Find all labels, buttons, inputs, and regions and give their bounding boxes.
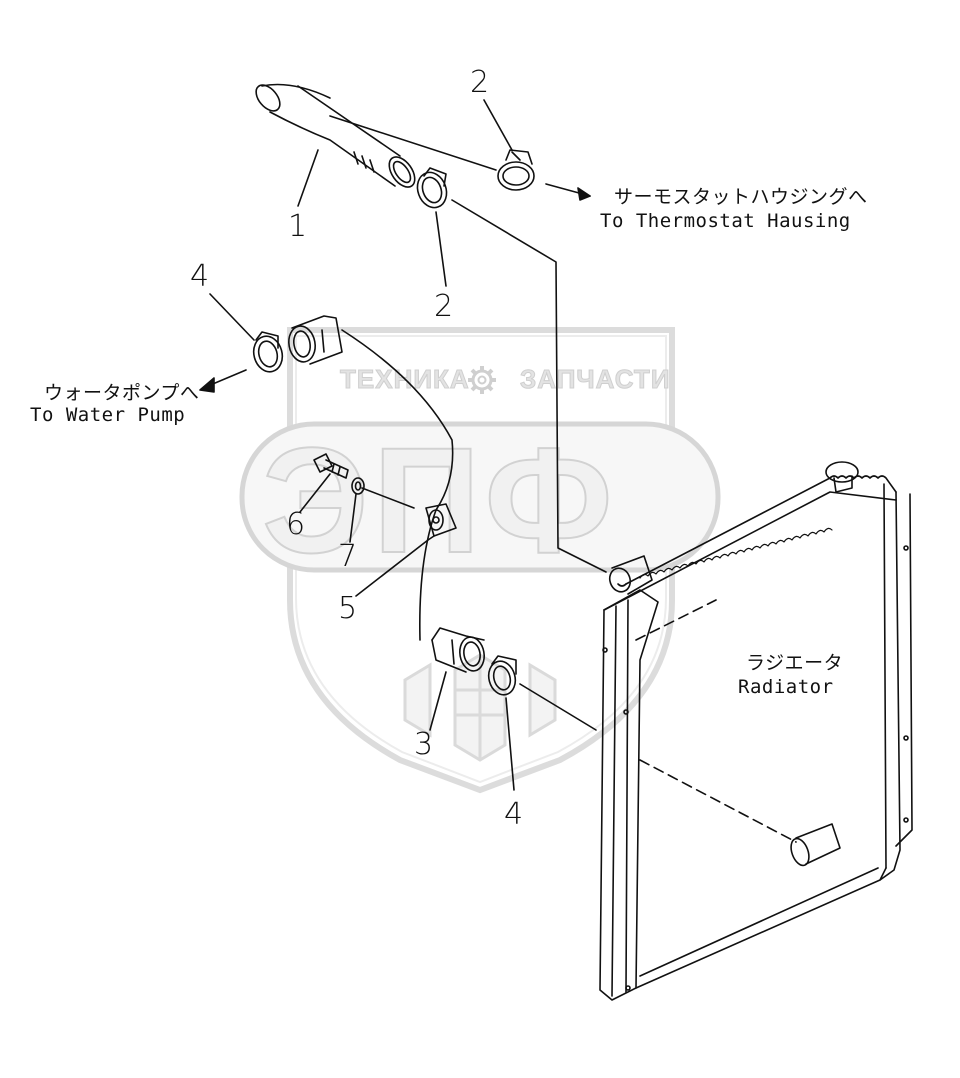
callout-line-7 — [349, 493, 357, 543]
callout-line-2a — [483, 99, 513, 151]
arrow-water-pump-head — [199, 377, 215, 393]
watermark-right-text: ЗАПЧАСТИ — [520, 364, 671, 395]
callout-number-4b: 4 — [504, 797, 524, 832]
radiator-assembly — [599, 461, 913, 1001]
callout-line-1 — [297, 149, 319, 207]
water-pump-label-jp: ウォータポンプへ — [44, 382, 200, 404]
callout-number-2a: 2 — [470, 65, 490, 100]
hose-clamp-part-4-upper — [252, 331, 284, 373]
gear-icon — [468, 366, 496, 394]
callout-line-4a — [209, 293, 255, 341]
arrow-thermostat-head — [577, 187, 591, 201]
thermostat-label-en: To Thermostat Hausing — [600, 210, 851, 232]
hose-clamp-part-4-lower — [487, 655, 517, 696]
callout-number-7: 7 — [338, 539, 358, 574]
washer-part-7 — [351, 477, 365, 495]
leader-radiator-top — [451, 199, 607, 573]
upper-hose-part-1 — [255, 83, 416, 188]
leader-bolt — [361, 487, 415, 509]
callout-number-5: 5 — [338, 591, 358, 626]
wheat-icon — [403, 653, 557, 762]
callout-line-4b — [505, 697, 515, 791]
callout-number-1: 1 — [288, 209, 308, 244]
watermark-band — [239, 421, 721, 573]
water-pipe-part-3-body — [341, 329, 454, 641]
bolt-part-6 — [313, 453, 349, 479]
callout-line-6 — [299, 473, 331, 513]
radiator-label-jp: ラジエータ — [746, 652, 844, 674]
thermostat-label-jp: サーモスタットハウジングへ — [614, 186, 868, 208]
watermark-shield-outline — [287, 327, 675, 794]
callout-line-5 — [355, 539, 429, 597]
water-pipe-part-3-lower-end — [431, 627, 485, 673]
callout-number-3: 3 — [414, 727, 434, 762]
leader-1 — [329, 115, 497, 171]
radiator-label-en: Radiator — [738, 676, 834, 698]
callout-line-2b — [435, 211, 447, 287]
watermark-logo-text: ЭПФ — [261, 415, 617, 585]
bracket-part-5 — [425, 503, 457, 541]
callout-number-6: 6 — [286, 507, 306, 542]
callout-line-3 — [429, 671, 447, 731]
water-pump-label-en: To Water Pump — [30, 404, 186, 426]
water-pipe-part-3-upper-end — [288, 315, 343, 365]
hose-clamp-part-2-lower — [416, 167, 448, 209]
callout-number-2b: 2 — [434, 289, 454, 324]
leader-radiator-bottom — [519, 683, 597, 731]
hose-clamp-part-2-upper — [497, 149, 535, 191]
callout-number-4a: 4 — [190, 259, 210, 294]
